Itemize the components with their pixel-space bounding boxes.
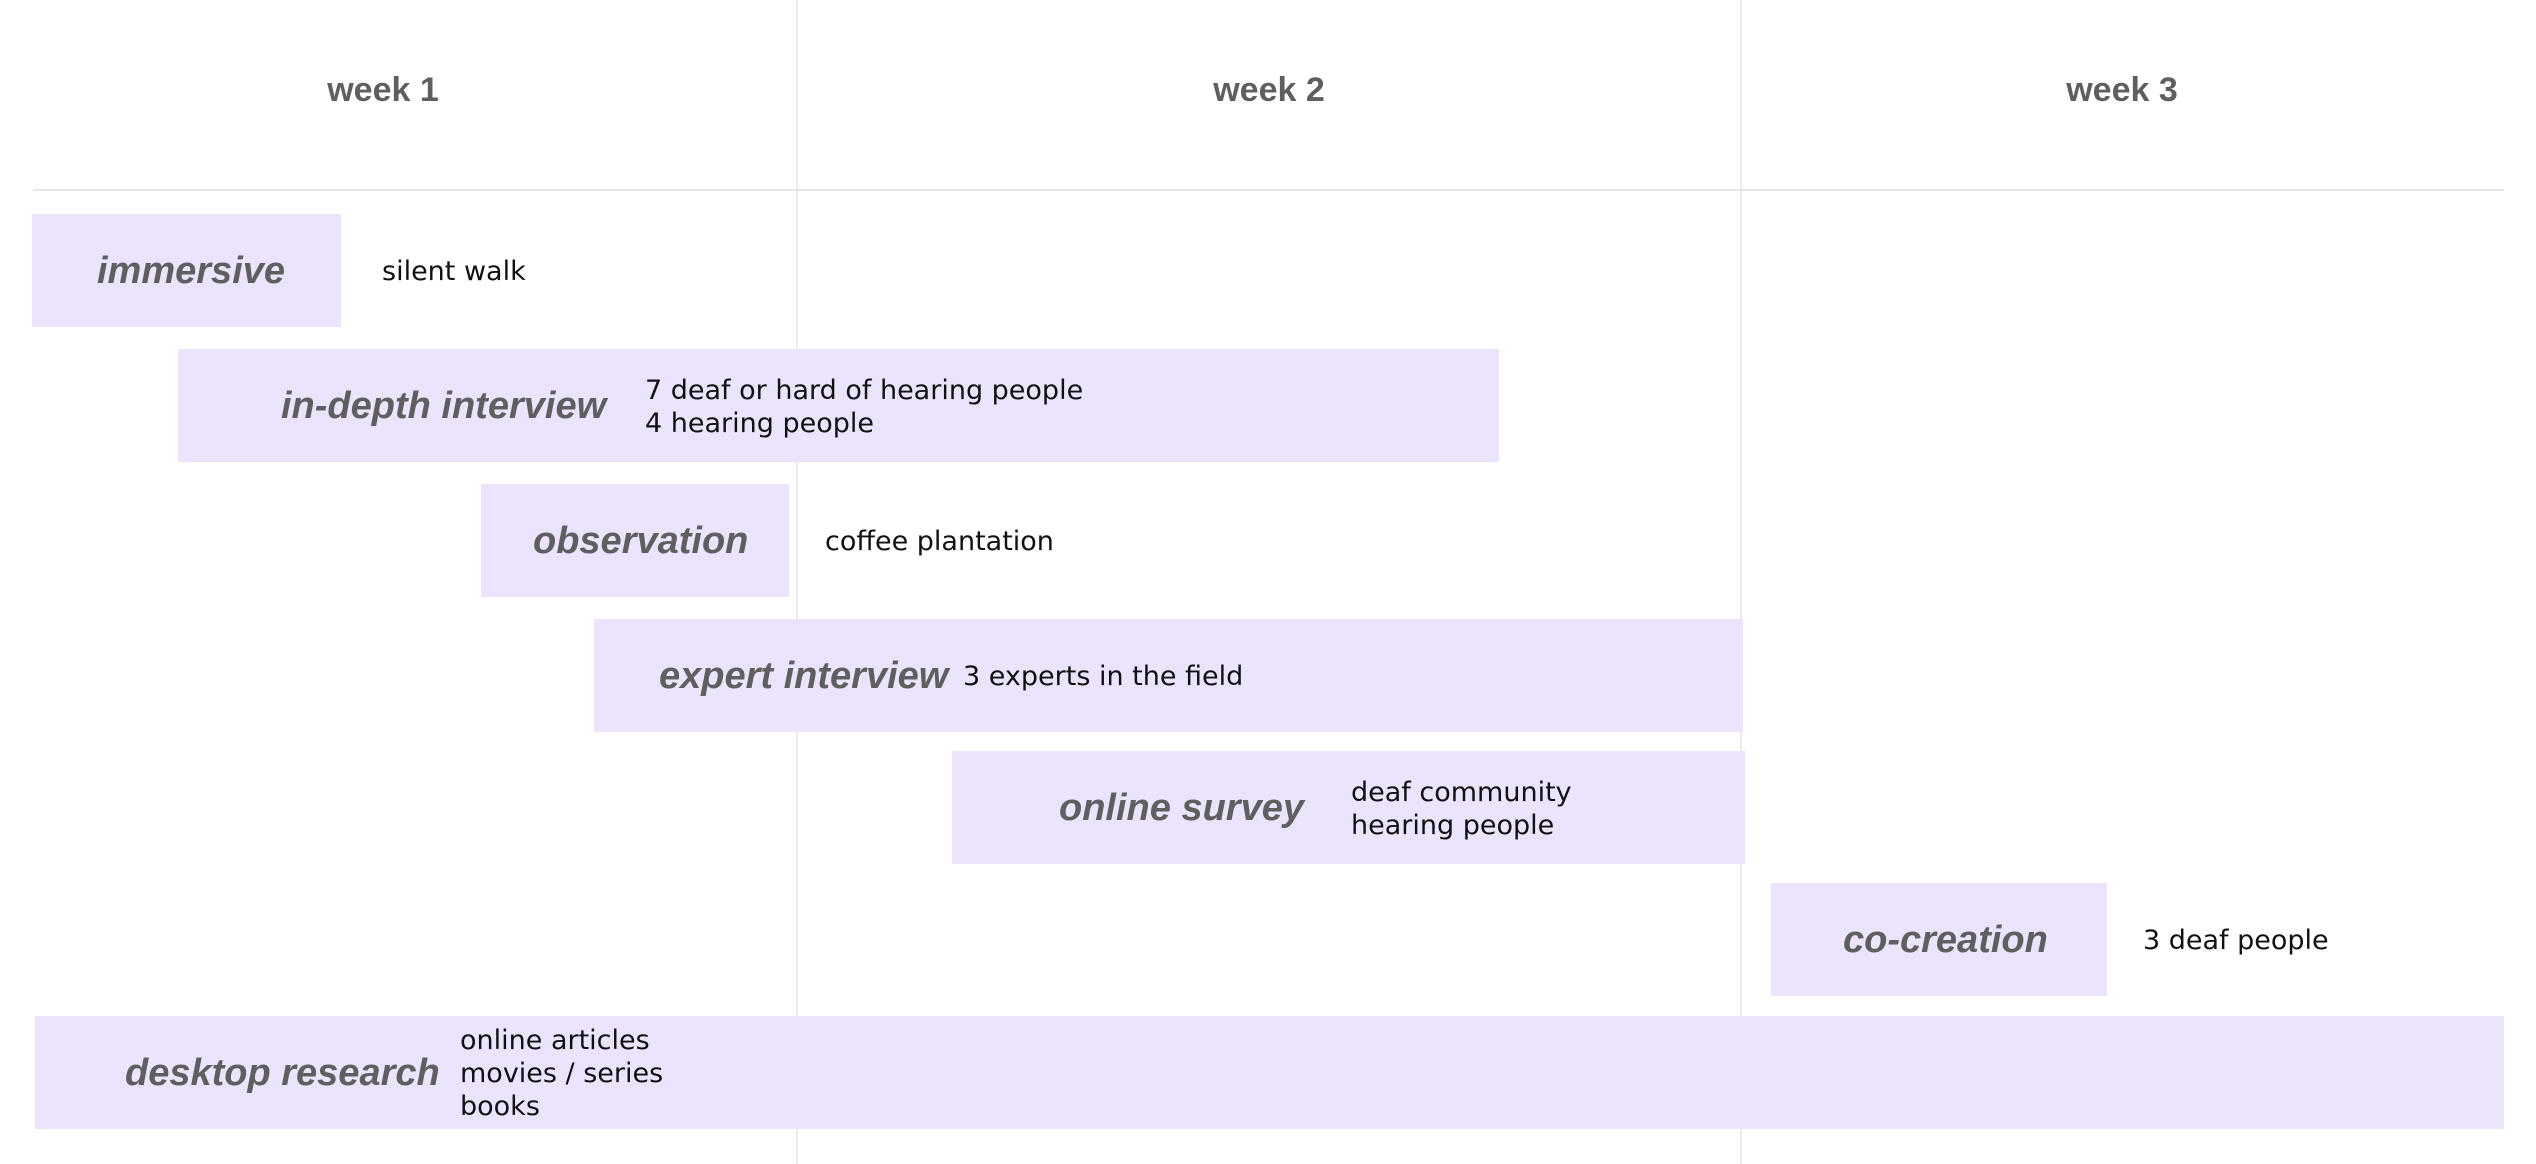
note-line: 3 deaf people [2143,925,2329,956]
header-divider [33,189,2504,191]
activity-bar-desktop-research [35,1016,2504,1129]
note-line: 7 deaf or hard of hearing people [645,375,1084,406]
activity-bar-expert-interview [594,619,1743,732]
method-label-expert-interview: expert interview [659,655,949,697]
method-label-observation: observation [533,520,749,562]
method-label-in-depth-interview: in-depth interview [281,385,607,427]
method-label-immersive: immersive [97,250,286,292]
note-line: movies / series [460,1058,664,1089]
notes-observation: coffee plantation [825,525,1054,558]
activity-bar-co-creation [1771,883,2107,996]
notes-online-survey: deaf community hearing people [1351,776,1572,842]
note-line: silent walk [382,256,526,287]
activity-bar-observation [481,484,789,597]
notes-expert-interview: 3 experts in the field [963,660,1243,693]
notes-in-depth-interview: 7 deaf or hard of hearing people 4 heari… [645,374,1083,440]
note-line: deaf community [1351,777,1572,808]
notes-co-creation: 3 deaf people [2143,924,2329,957]
method-label-desktop-research: desktop research [125,1052,440,1094]
note-line: hearing people [1351,810,1555,841]
notes-desktop-research: online articles movies / series books [460,1024,663,1123]
activity-bar-immersive [32,214,341,327]
week-header-3: week 3 [2066,71,2178,109]
note-line: 3 experts in the field [963,661,1244,692]
activity-bar-online-survey [952,751,1745,864]
notes-immersive: silent walk [382,255,526,288]
note-line: books [460,1091,540,1122]
activity-bar-in-depth-interview [178,349,1499,462]
note-line: online articles [460,1025,650,1056]
week-header-1: week 1 [327,71,439,109]
method-label-co-creation: co-creation [1843,919,2048,961]
method-label-online-survey: online survey [1059,787,1304,829]
note-line: coffee plantation [825,526,1054,557]
note-line: 4 hearing people [645,408,874,439]
week-header-2: week 2 [1213,71,1325,109]
week-divider-2 [1740,0,1742,1164]
week-divider-1 [796,0,798,1164]
